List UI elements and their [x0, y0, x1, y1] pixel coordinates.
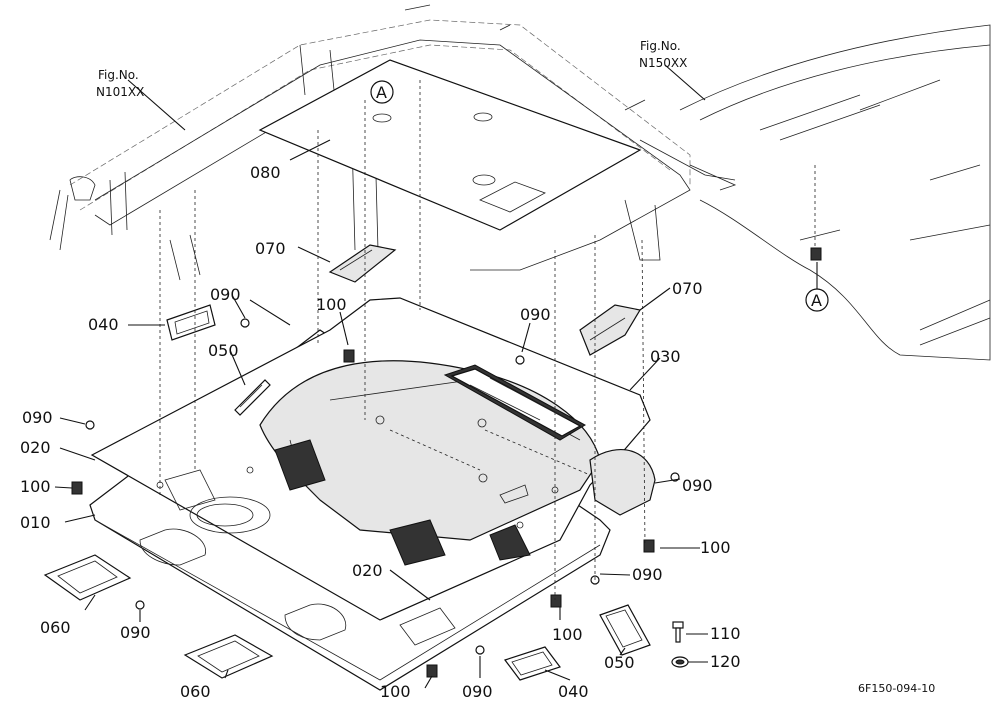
callout-090[interactable]: 090: [120, 623, 151, 642]
callout-100[interactable]: 100: [700, 538, 731, 557]
callout-060[interactable]: 060: [180, 682, 211, 701]
callout-090[interactable]: 090: [462, 682, 493, 701]
callout-120[interactable]: 120: [710, 652, 741, 671]
part-040-lower: [504, 646, 561, 681]
assembly-lines: [159, 80, 816, 600]
callout-040[interactable]: 040: [88, 315, 119, 334]
callout-020[interactable]: 020: [352, 561, 383, 580]
callout-060[interactable]: 060: [40, 618, 71, 637]
part-050-left: [234, 379, 271, 416]
callouts: 080 070 070 090 100 040 090 050 030 090 …: [20, 163, 741, 701]
part-060-left: [43, 554, 132, 601]
callout-090[interactable]: 090: [210, 285, 241, 304]
drawing-code: 6F150-094-10: [858, 682, 935, 695]
callout-090[interactable]: 090: [682, 476, 713, 495]
reference-mark-right: A: [805, 262, 829, 312]
part-050-lower: [599, 604, 651, 656]
callout-100[interactable]: 100: [552, 625, 583, 644]
callout-090[interactable]: 090: [632, 565, 663, 584]
callout-100[interactable]: 100: [380, 682, 411, 701]
callout-100[interactable]: 100: [316, 295, 347, 314]
reference-mark-letter: A: [811, 291, 822, 310]
headliner-assembly: [89, 297, 656, 691]
part-070-left: [328, 244, 397, 283]
part-060-bottom: [183, 634, 274, 679]
roof-panel-080: [258, 59, 642, 231]
callout-010[interactable]: 010: [20, 513, 51, 532]
figure-ref-code: N101XX: [96, 85, 144, 99]
figure-ref-label: Fig.No.: [640, 39, 681, 53]
callout-050[interactable]: 050: [604, 653, 635, 672]
figure-ref-n101xx[interactable]: Fig.No. N101XX: [96, 68, 144, 99]
callout-050[interactable]: 050: [208, 341, 239, 360]
callout-090[interactable]: 090: [520, 305, 551, 324]
callout-030[interactable]: 030: [650, 347, 681, 366]
fasteners-100: [71, 247, 822, 678]
reference-mark-top: A: [370, 80, 394, 104]
leader-lines: [54, 64, 708, 689]
callout-070[interactable]: 070: [672, 279, 703, 298]
reference-mark-letter: A: [376, 83, 387, 102]
figure-ref-label: Fig.No.: [98, 68, 139, 82]
callout-080[interactable]: 080: [250, 163, 281, 182]
callout-100[interactable]: 100: [20, 477, 51, 496]
callout-110[interactable]: 110: [710, 624, 741, 643]
part-120-nut: [671, 656, 689, 668]
part-040-upper: [166, 304, 216, 341]
callout-020[interactable]: 020: [20, 438, 51, 457]
callout-090[interactable]: 090: [22, 408, 53, 427]
figure-ref-code: N150XX: [639, 56, 687, 70]
figure-ref-n150xx[interactable]: Fig.No. N150XX: [639, 39, 687, 70]
part-070-right: [579, 304, 641, 356]
callout-070[interactable]: 070: [255, 239, 286, 258]
side-panel: [679, 24, 991, 361]
callout-040[interactable]: 040: [558, 682, 589, 701]
part-110-bolt: [672, 621, 684, 643]
